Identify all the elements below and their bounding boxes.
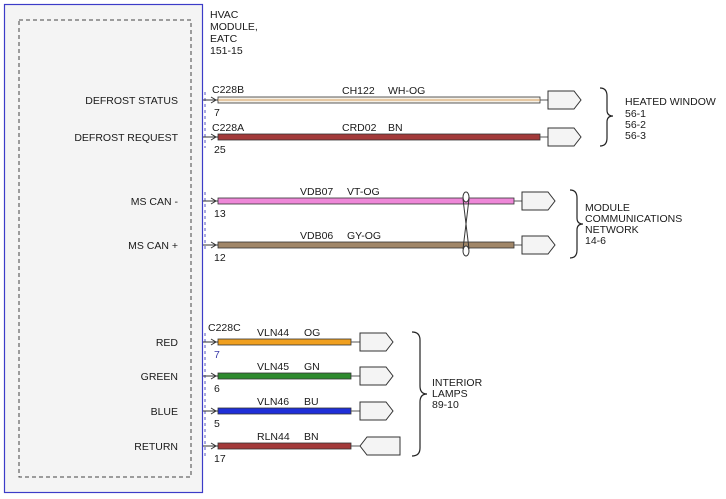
brace-module-network	[569, 189, 584, 259]
brace-heated-window	[599, 87, 614, 147]
group-module-network-line-3: NETWORK	[585, 224, 639, 236]
pin-number: 12	[214, 252, 226, 264]
group-interior-lamps-line-2: LAMPS	[432, 388, 468, 400]
module-inner-dashed	[18, 19, 192, 478]
pin-number: 5	[214, 418, 220, 430]
connector-arrow-icon	[359, 366, 394, 386]
pin-arrow-icon	[210, 96, 217, 104]
connector-arrow-icon	[521, 235, 556, 255]
circuit-row: GREEN 6 VLN45 GN	[141, 361, 394, 395]
pin-arrow-icon	[210, 372, 217, 380]
wire-color-code: BU	[304, 396, 319, 408]
wire	[217, 241, 515, 249]
pin-arrow-icon	[210, 133, 217, 141]
group-interior-lamps-line-1: INTERIOR	[432, 377, 483, 389]
pin-number: 25	[214, 144, 226, 156]
group-heated-window-line-1: HEATED WINDOW	[625, 96, 716, 108]
brace-interior-lamps	[411, 331, 428, 457]
connector-arrow-icon	[359, 436, 401, 456]
circuit-row: MS CAN + 12 VDB06 GY-OG	[128, 230, 556, 264]
group-module-network-line-1: MODULE	[585, 202, 630, 214]
wire-color-code: OG	[304, 327, 320, 339]
module-name-line-3: EATC	[210, 33, 238, 45]
wire-color-code: GY-OG	[347, 230, 381, 242]
wire-color-code: GN	[304, 361, 320, 373]
circuit-number: VDB06	[300, 230, 333, 242]
connector-arrow-icon	[521, 191, 556, 211]
signal-label: BLUE	[151, 406, 178, 418]
circuit-number: VLN45	[257, 361, 289, 373]
group-module-network-line-2: COMMUNICATIONS	[585, 213, 682, 225]
wire	[217, 442, 352, 450]
circuit-row: RED 7 VLN44 OG	[156, 327, 394, 361]
pin-number: 6	[214, 383, 220, 395]
wire	[217, 338, 352, 346]
circuit-number: CH122	[342, 85, 375, 97]
circuit-number: RLN44	[257, 431, 290, 443]
circuit-number: CRD02	[342, 122, 377, 134]
group-heated-window: HEATED WINDOW 56-1 56-2 56-3	[625, 96, 716, 142]
group-module-network-line-4: 14-6	[585, 235, 606, 247]
signal-label: GREEN	[141, 371, 178, 383]
signal-label: MS CAN -	[131, 196, 179, 208]
circuit-row: MS CAN - 13 VDB07 VT-OG	[131, 186, 556, 220]
circuit-number: VLN46	[257, 396, 289, 408]
circuit-row: DEFROST REQUEST 25 CRD02 BN	[74, 122, 582, 156]
wire	[217, 197, 515, 205]
connector-c228c: C228C	[208, 322, 241, 334]
module-name-line-1: HVAC	[210, 9, 239, 21]
twisted-pair-symbol	[462, 191, 470, 257]
wire-color-code: BN	[304, 431, 319, 443]
hvac-module-box	[3, 3, 204, 494]
pin-number: 7	[214, 107, 220, 119]
circuit-number: VDB07	[300, 186, 333, 198]
connector-arrow-icon	[359, 332, 394, 352]
signal-label: RETURN	[134, 441, 178, 453]
signal-label: MS CAN +	[128, 240, 178, 252]
pin-arrow-icon	[210, 197, 217, 205]
wire	[217, 372, 352, 380]
group-heated-window-line-2: 56-1	[625, 108, 646, 120]
connector-c228b: C228B	[212, 84, 244, 96]
module-outline	[3, 3, 204, 494]
module-name-line-2: MODULE,	[210, 21, 258, 33]
group-heated-window-line-3: 56-2	[625, 119, 646, 131]
pin-arrow-icon	[210, 442, 217, 450]
circuit-number: VLN44	[257, 327, 289, 339]
pin-number: 17	[214, 453, 226, 465]
wire-color-code: WH-OG	[388, 85, 425, 97]
signal-label: RED	[156, 337, 179, 349]
module-name: HVAC MODULE, EATC 151-15	[210, 9, 258, 57]
pin-arrow-icon	[210, 338, 217, 346]
connector-arrow-icon	[547, 127, 582, 147]
pin-arrow-icon	[210, 407, 217, 415]
group-module-network: MODULE COMMUNICATIONS NETWORK 14-6	[585, 202, 682, 247]
module-name-line-4: 151-15	[210, 45, 243, 57]
wire	[217, 133, 541, 141]
pin-number: 13	[214, 208, 226, 220]
pin-number: 7	[214, 349, 220, 361]
group-interior-lamps: INTERIOR LAMPS 89-10	[432, 377, 483, 411]
connector-c228a: C228A	[212, 122, 244, 134]
circuit-row: DEFROST STATUS 7 CH122 WH-OG	[85, 85, 582, 119]
signal-label: DEFROST REQUEST	[74, 132, 178, 144]
circuit-row: RETURN 17 RLN44 BN	[134, 431, 401, 465]
wire	[217, 407, 352, 415]
connector-arrow-icon	[359, 401, 394, 421]
circuit-row: BLUE 5 VLN46 BU	[151, 396, 394, 430]
wire-color-code: VT-OG	[347, 186, 380, 198]
group-interior-lamps-line-3: 89-10	[432, 399, 459, 411]
group-heated-window-line-4: 56-3	[625, 130, 646, 142]
signal-label: DEFROST STATUS	[85, 95, 178, 107]
connector-arrow-icon	[547, 90, 582, 110]
pin-arrow-icon	[210, 241, 217, 249]
wire-color-code: BN	[388, 122, 403, 134]
